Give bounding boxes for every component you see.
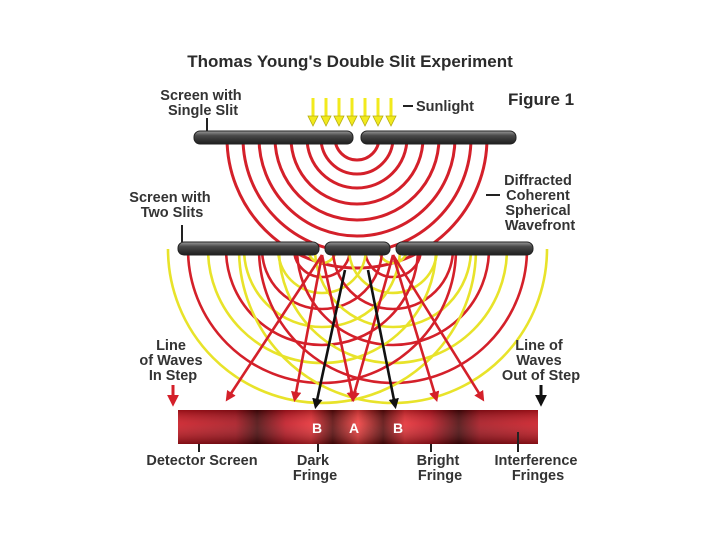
interference-rays [225,254,485,410]
leader-lines [181,105,519,452]
sunlight-arrowhead-1 [320,115,332,127]
left-slit-wave-5 [224,248,420,347]
detector-mark-b-left: B [312,420,322,436]
label-diffracted-wavefront: Diffracted Coherent Spherical Wavefront [504,173,576,234]
right-slit-wave-3 [331,248,455,311]
sunlight-arrowhead-5 [372,115,384,127]
label-single-slit: Screen with Single Slit [160,88,245,119]
red-ray-2 [225,254,324,402]
label-waves-in-step: Line of Waves In Step [139,338,206,384]
two-slit-screen [177,241,534,256]
side-arrows [167,385,547,407]
sunlight-arrowhead-3 [346,115,358,127]
label-waves-out-of-step: Line of Waves Out of Step [502,338,580,384]
red-ray-3 [349,254,395,403]
right-slit-wave-4 [313,248,473,329]
label-interference-fringes: Interference Fringes [494,453,581,484]
top-wave-2 [305,137,409,190]
top-wave-1 [319,137,395,176]
red-ray-4 [391,254,440,402]
single-slit-screen [193,130,517,145]
top-wave-7 [225,137,489,270]
label-detector-screen: Detector Screen [146,453,257,469]
top-wave-3 [289,137,425,206]
detector-mark-a: A [349,420,359,436]
top-wave-4 [273,137,441,222]
figure-label: Figure 1 [508,90,574,109]
sunlight-arrowhead-4 [359,115,371,127]
right-slit-wave-2 [347,248,439,295]
detector-screen-bar: B A B [178,410,538,444]
black-ray-1 [366,269,399,410]
sunlight-arrowhead-0 [307,115,319,127]
sunlight-arrowhead-6 [385,115,397,127]
diagram-title: Thomas Young's Double Slit Experiment [187,52,513,71]
label-sunlight: Sunlight [416,99,474,115]
label-dark-fringe: Dark Fringe [293,453,337,484]
red-ray-5 [391,254,485,402]
top-wave-0 [333,137,381,162]
left-slit-wave-3 [260,248,384,311]
sunlight-arrowhead-2 [333,115,345,127]
label-bright-fringe: Bright Fringe [417,453,464,484]
annotation-labels: Screen with Single Slit Sunlight Diffrac… [129,88,581,484]
red-ray-1 [320,254,357,403]
detector-mark-b-right: B [393,420,403,436]
black-ray-0 [312,269,347,410]
red-ray-0 [291,254,324,403]
sunlight-arrows [307,98,397,127]
left-slit-wave-2 [276,248,368,295]
left-slit-wave-4 [242,248,402,329]
right-slit-wave-7 [257,248,529,385]
label-two-slits: Screen with Two Slits [129,190,214,221]
top-wave-5 [257,137,457,238]
right-slit-wave-5 [295,248,491,347]
